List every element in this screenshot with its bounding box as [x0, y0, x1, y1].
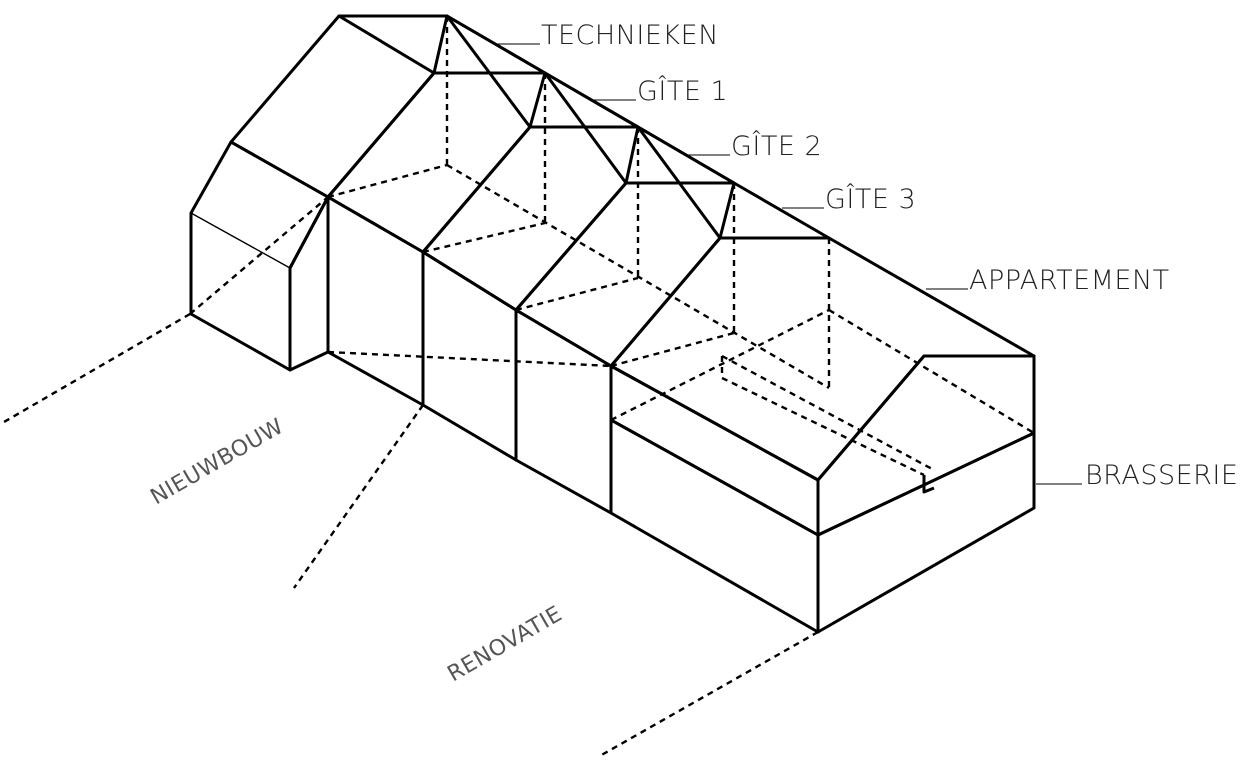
- volume-brasserie: [609, 418, 1036, 634]
- gite1-roof-slope: [326, 71, 547, 254]
- label-gite-1: GÎTE 1: [637, 75, 728, 107]
- volume-gite-1: [326, 14, 547, 407]
- label-leaders: [497, 43, 1082, 485]
- technieken-side: [288, 195, 330, 372]
- gite3-wall: [514, 308, 613, 515]
- volume-technieken: [189, 14, 449, 372]
- brasserie-side-face: [816, 431, 1036, 634]
- hidden-edge: [828, 308, 1035, 435]
- hidden-edge: [610, 331, 735, 368]
- hidden-edge: [610, 308, 830, 422]
- hidden-edge: [422, 221, 546, 254]
- gite1-wall: [326, 195, 425, 407]
- label-appartement: APPARTEMENT: [969, 265, 1170, 296]
- label-technieken: TECHNIEKEN: [541, 20, 719, 51]
- brasserie-notch: [922, 475, 935, 494]
- ground-line-left: [3, 312, 191, 424]
- technieken-eave-line: [190, 212, 291, 269]
- label-gite-3: GÎTE 3: [825, 183, 916, 215]
- volume-appartement: [609, 125, 1036, 537]
- label-gite-2: GÎTE 2: [731, 130, 822, 162]
- label-brasserie: BRASSERIE: [1085, 460, 1238, 491]
- zone-label-nieuwbouw: NIEUWBOUW: [147, 414, 289, 510]
- ground-line-mid: [293, 404, 424, 589]
- brasserie-front-face: [609, 418, 820, 634]
- appartement-front-wall: [609, 364, 820, 537]
- hidden-edge: [327, 163, 448, 199]
- hidden-edge: [446, 163, 830, 390]
- volume-gite-3: [514, 71, 736, 515]
- volume-gite-2: [421, 14, 640, 462]
- hidden-edge: [515, 276, 639, 312]
- ground-line-right: [597, 630, 819, 759]
- hidden-edge: [721, 376, 925, 477]
- gite2-wall: [421, 250, 518, 462]
- technieken-roof: [229, 14, 449, 199]
- hidden-edge: [721, 354, 935, 472]
- hidden-edge: [327, 350, 612, 368]
- hidden-edges: [3, 16, 1035, 759]
- appartement-gable: [816, 354, 1036, 537]
- hidden-edge: [189, 196, 329, 315]
- zone-label-renovatie: RENOVATIE: [444, 602, 567, 688]
